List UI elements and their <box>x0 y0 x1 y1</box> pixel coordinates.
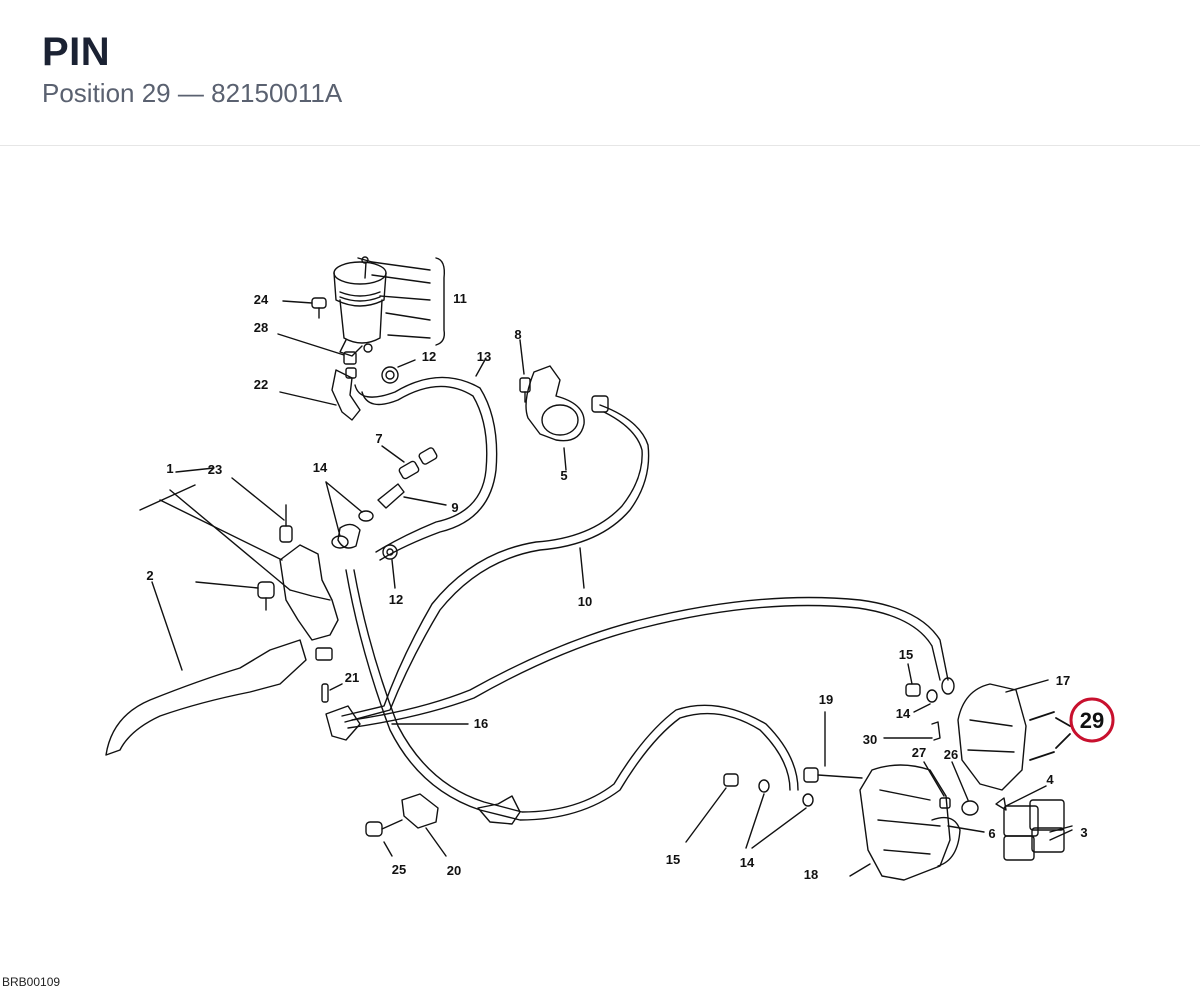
callout-6: 6 <box>988 826 995 841</box>
part-27 <box>923 761 951 809</box>
bracket-20 <box>401 793 447 857</box>
highlight-29-circle <box>1069 697 1115 743</box>
spacers-28 <box>277 333 357 379</box>
callout-5: 5 <box>560 468 567 483</box>
highlight-29-label: 29 <box>1080 708 1104 733</box>
callout-14-top: 14 <box>313 460 328 475</box>
callout-26: 26 <box>944 747 958 762</box>
banjo-14 <box>337 523 361 549</box>
caliper-17 <box>957 679 1049 791</box>
callout-19: 19 <box>819 692 833 707</box>
diagram-code: BRB00109 <box>2 975 61 989</box>
banjo-16 <box>325 705 469 741</box>
callout-13: 13 <box>477 349 491 364</box>
callout-12-top: 12 <box>422 349 436 364</box>
subtitle-separator: — <box>177 78 204 108</box>
callout-9: 9 <box>451 500 458 515</box>
callout-23: 23 <box>208 462 222 477</box>
page-header: PIN Position 29 — 82150011A <box>0 0 1200 146</box>
bracket-22 <box>279 369 361 421</box>
callout-15-upper: 15 <box>899 647 913 662</box>
callout-25: 25 <box>392 862 406 877</box>
bolt-19 <box>803 711 863 783</box>
bolt-25 <box>365 819 403 857</box>
part-subtitle: Position 29 — 82150011A <box>42 78 342 109</box>
washers-14-top <box>325 481 374 549</box>
hose-16 <box>345 569 791 821</box>
clip-30 <box>883 721 941 741</box>
clamp-12-top <box>381 359 416 384</box>
pin-29 <box>1029 711 1071 761</box>
callout-27: 27 <box>912 745 926 760</box>
pivot-bolt <box>195 581 275 611</box>
callout-14-lower: 14 <box>740 855 755 870</box>
exploded-parts-diagram: 29 24 28 22 11 12 13 8 5 7 14 9 1 23 2 1… <box>105 256 1115 882</box>
hose-13 <box>354 376 498 561</box>
bolt-8 <box>519 339 531 403</box>
bolt-15-upper <box>905 663 955 703</box>
callout-17: 17 <box>1056 673 1070 688</box>
part-name-title: PIN <box>42 30 111 74</box>
pin-21 <box>321 683 343 703</box>
reservoir-assembly <box>333 256 446 357</box>
fitting-7 <box>381 445 438 480</box>
callout-8: 8 <box>514 327 521 342</box>
callout-labels: 24 28 22 11 12 13 8 5 7 14 9 1 23 2 12 1… <box>146 291 1087 882</box>
position-label: Position 29 <box>42 78 171 108</box>
hose-10 <box>344 404 650 723</box>
callout-14-upper: 14 <box>896 706 911 721</box>
brake-pads-3 <box>1003 799 1073 861</box>
callout-12-mid: 12 <box>389 592 403 607</box>
caliper-18 <box>849 764 961 881</box>
callout-22: 22 <box>254 377 268 392</box>
part-4 <box>995 785 1047 811</box>
callout-16: 16 <box>474 716 488 731</box>
callout-15-lower: 15 <box>666 852 680 867</box>
part-26 <box>951 761 979 816</box>
part-number: 82150011A <box>211 78 343 108</box>
bolt-24 <box>282 297 327 319</box>
callout-24: 24 <box>254 292 269 307</box>
callout-30: 30 <box>863 732 877 747</box>
fitting-9 <box>377 483 447 509</box>
callout-3: 3 <box>1080 825 1087 840</box>
clamp-12-mid <box>382 544 398 589</box>
callout-10: 10 <box>578 594 592 609</box>
master-cylinder-1 <box>139 467 339 661</box>
callout-2: 2 <box>146 568 153 583</box>
lever-2 <box>105 639 307 756</box>
callout-11: 11 <box>453 291 467 306</box>
lever-mount-5 <box>525 365 585 471</box>
callout-21: 21 <box>345 670 359 685</box>
callout-1: 1 <box>166 461 173 476</box>
washers-14-lower <box>745 779 814 849</box>
callout-28: 28 <box>254 320 268 335</box>
callout-7: 7 <box>375 431 382 446</box>
callout-4: 4 <box>1046 772 1054 787</box>
callout-18: 18 <box>804 867 818 882</box>
callout-20: 20 <box>447 863 461 878</box>
tee-fitting <box>477 795 521 825</box>
bolt-15-lower <box>685 773 739 843</box>
